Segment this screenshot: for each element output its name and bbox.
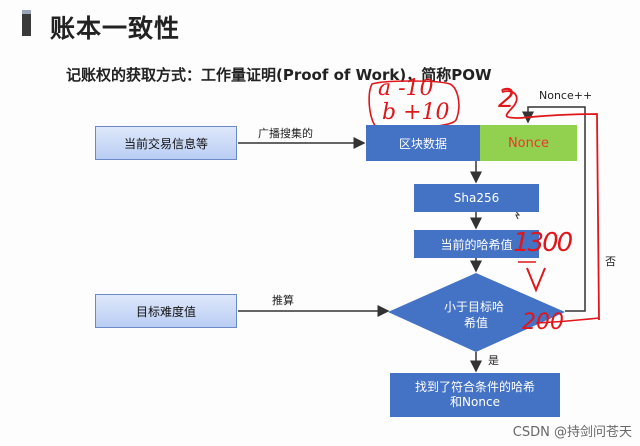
sha256-box: Sha256: [414, 184, 539, 212]
annotation-circle-ab: [368, 80, 460, 130]
decision-line-1: 小于目标哈: [444, 300, 505, 314]
annotation-200: 200: [522, 310, 564, 335]
title-accent-bar: [22, 10, 31, 36]
annotation-1300: 1300: [513, 228, 573, 258]
nonce-increment-label: Nonce++: [539, 89, 593, 102]
page-subtitle: 记账权的获取方式：工作量证明(Proof of Work)，简称POW: [66, 66, 492, 84]
annotation-loop-stroke: [501, 90, 600, 321]
annotation-arrow-v: [526, 267, 546, 293]
arrow-nonce-loop: [522, 106, 586, 312]
tx-info-box: 当前交易信息等: [95, 126, 237, 160]
nonce-box: Nonce: [480, 125, 577, 161]
result-line-1: 找到了符合条件的哈希: [414, 380, 535, 394]
annotation-2: 2: [498, 84, 515, 114]
no-label: 否: [605, 255, 616, 268]
target-difficulty-box: 目标难度值: [95, 294, 237, 328]
current-hash-box: 当前的哈希值: [414, 230, 539, 258]
result-box: 找到了符合条件的哈希 和Nonce: [390, 373, 560, 417]
annotation-link-200: [535, 317, 600, 324]
block-data-box: 区块数据: [366, 125, 480, 161]
decision-diamond: [388, 273, 565, 352]
annotation-a: a -10: [378, 76, 434, 101]
annotation-b: b +10: [382, 100, 450, 125]
watermark: CSDN @持剑问苍天: [512, 425, 632, 440]
broadcast-label: 广播搜集的: [258, 127, 313, 140]
decision-line-2: 希值: [464, 316, 489, 330]
page-title: 账本一致性: [50, 14, 181, 43]
derive-label: 推算: [272, 294, 294, 307]
yes-label: 是: [488, 354, 499, 367]
result-line-2: 和Nonce: [450, 395, 500, 409]
